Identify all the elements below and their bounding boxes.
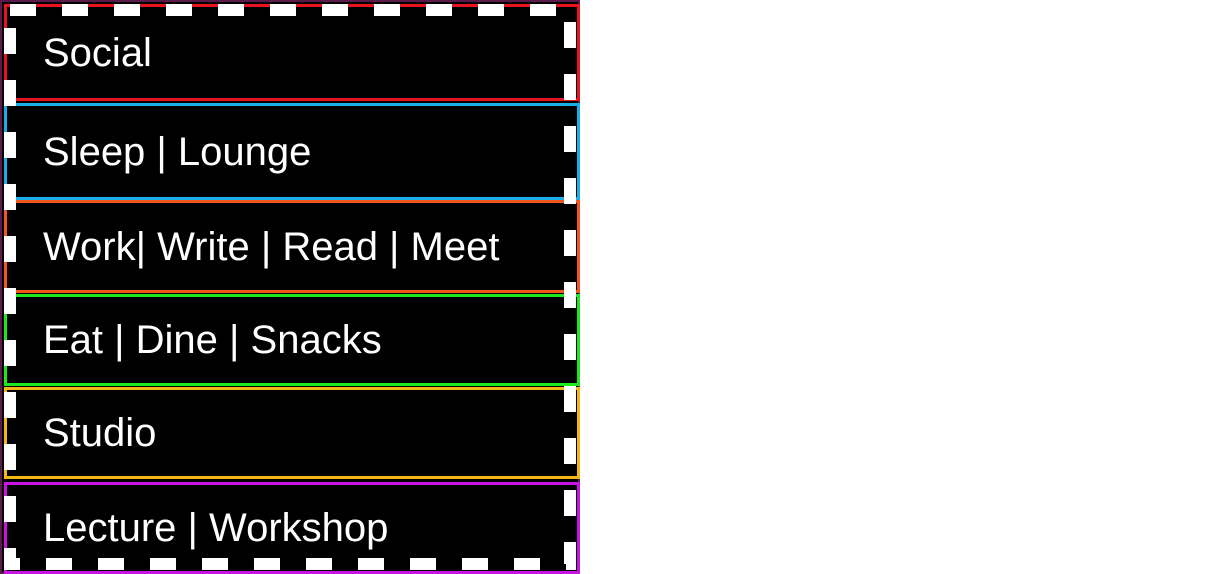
legend-label-social: Social: [43, 30, 152, 75]
legend-label-eat-dine-snacks: Eat | Dine | Snacks: [43, 318, 382, 362]
legend-label-studio: Studio: [43, 411, 157, 455]
legend-item-eat-dine-snacks: Eat | Dine | Snacks: [4, 294, 580, 386]
space-type-legend: Social Sleep | Lounge Work| Write | Read…: [0, 0, 580, 574]
legend-item-work-write-read-meet: Work| Write | Read | Meet: [4, 200, 580, 293]
legend-item-lecture-workshop: Lecture | Workshop: [4, 482, 580, 574]
legend-label-lecture-workshop: Lecture | Workshop: [43, 506, 389, 550]
legend-label-work-write-read-meet: Work| Write | Read | Meet: [43, 224, 500, 269]
legend-item-social: Social: [4, 4, 580, 101]
legend-label-sleep-lounge: Sleep | Lounge: [43, 129, 312, 174]
legend-item-sleep-lounge: Sleep | Lounge: [4, 103, 580, 200]
legend-item-studio: Studio: [4, 387, 580, 479]
